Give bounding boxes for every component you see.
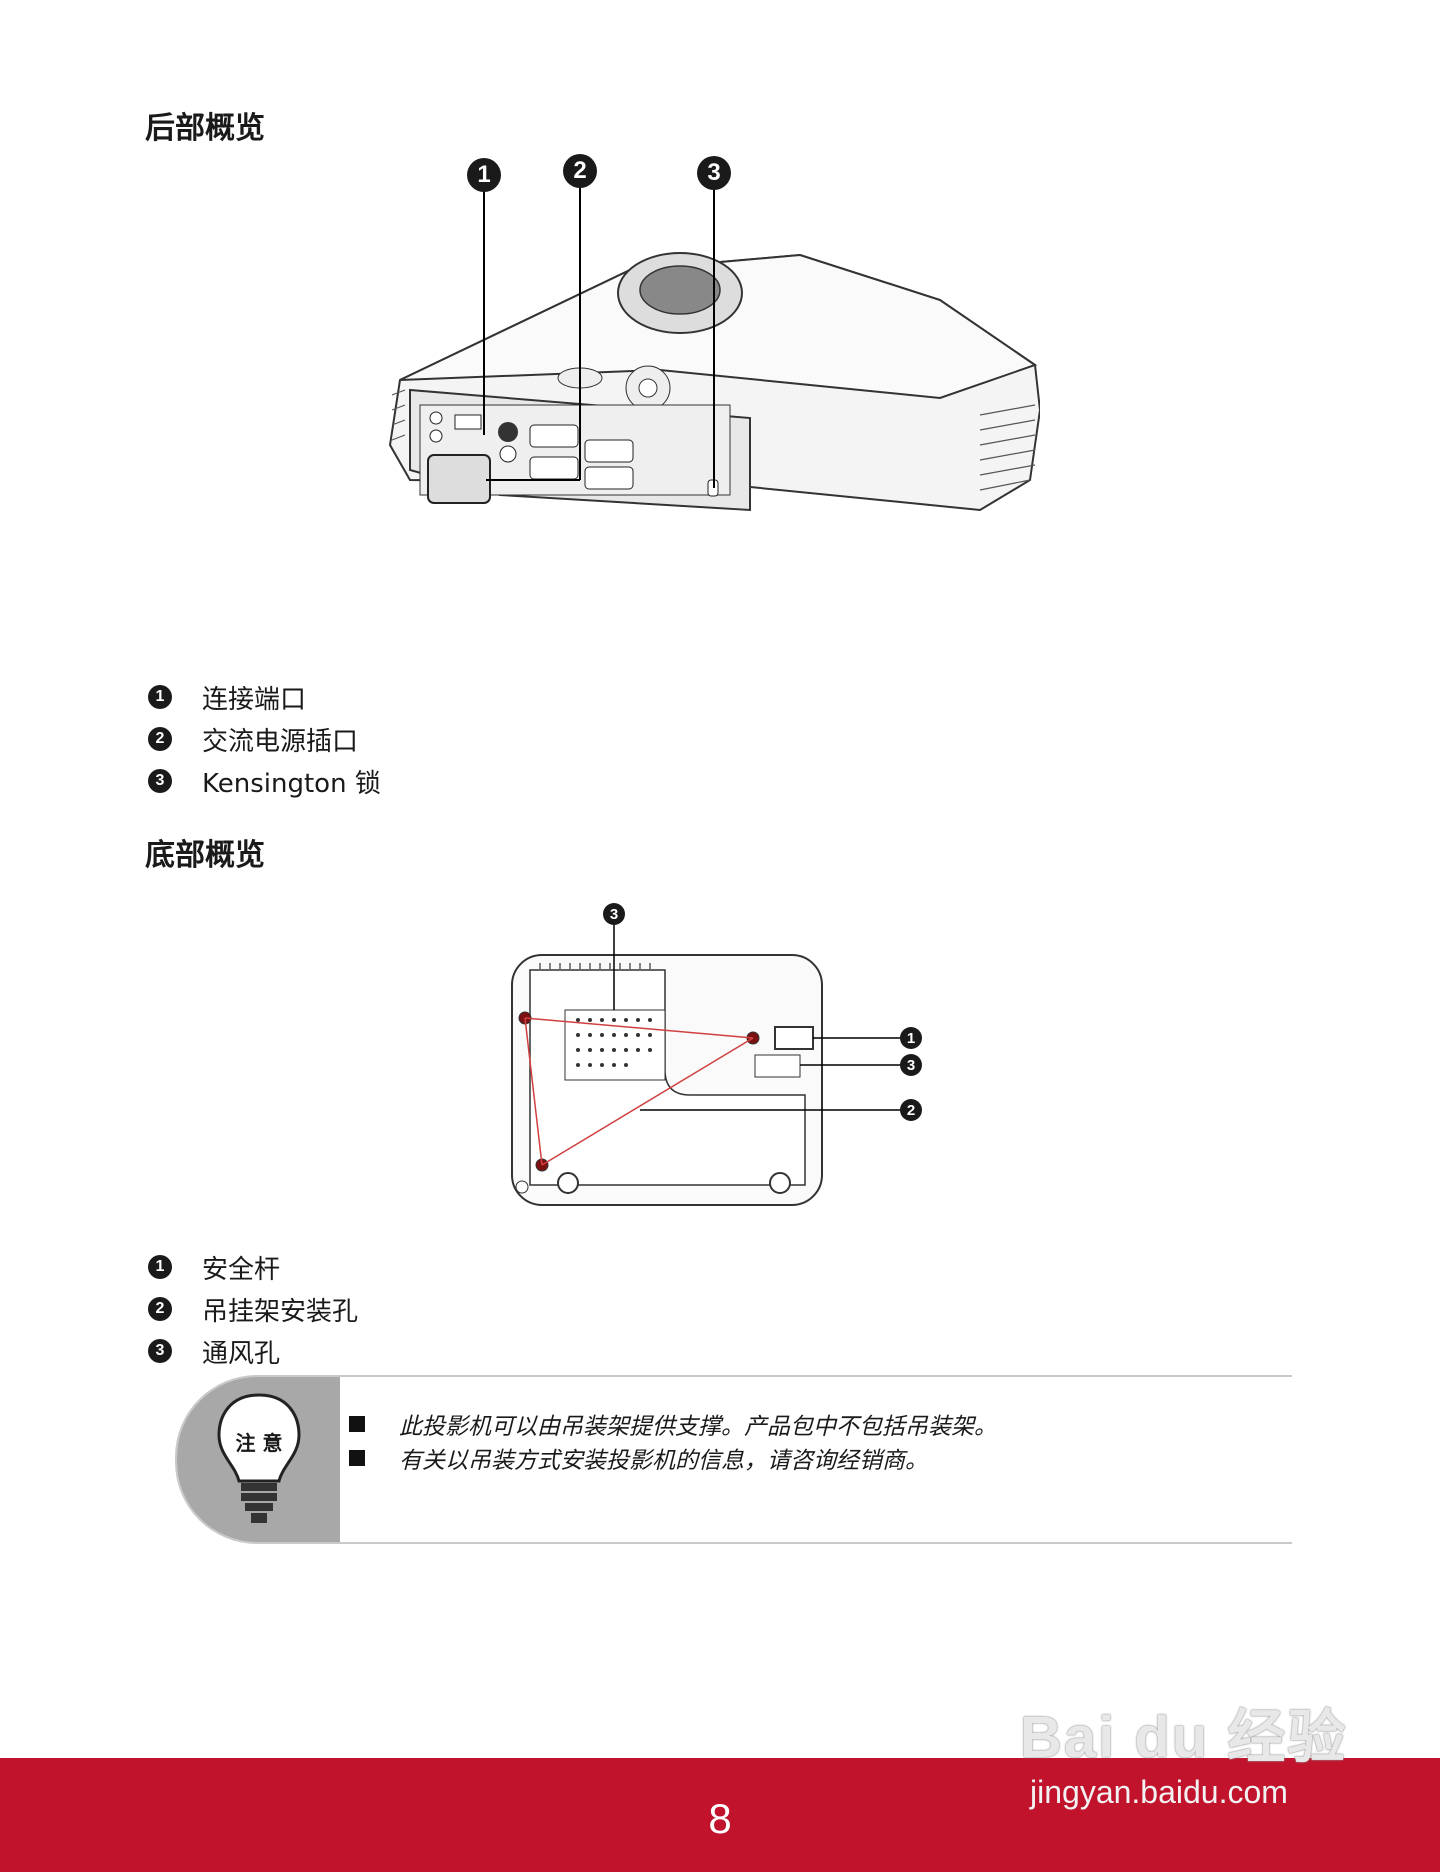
legend-label: 交流电源插口: [202, 726, 359, 757]
legend-item: 3 通风孔: [148, 1330, 358, 1372]
bottom-callout-3-side: 3: [900, 1054, 922, 1076]
square-bullet-icon: [349, 1416, 365, 1432]
note-line: 有关以吊装方式安装投影机的信息，请咨询经销商。: [349, 1441, 997, 1475]
legend-item: 3 Kensington 锁: [148, 760, 381, 802]
legend-item: 2 吊挂架安装孔: [148, 1288, 358, 1330]
legend-item: 1 安全杆: [148, 1246, 358, 1288]
rear-projector-figure: 1 2 3: [380, 150, 1042, 670]
note-text: 有关以吊装方式安装投影机的信息，请咨询经销商。: [399, 1448, 928, 1474]
rear-callout-1: 1: [467, 158, 501, 192]
rear-overview-heading: 后部概览: [145, 111, 265, 146]
note-side-panel: 注 意: [177, 1377, 340, 1542]
bottom-legend: 1 安全杆 2 吊挂架安装孔 3 通风孔: [148, 1246, 358, 1372]
watermark: Bai du 经验 jingyan.baidu.com: [1020, 1690, 1360, 1810]
bullet-number: 1: [148, 685, 172, 709]
bullet-number: 2: [148, 727, 172, 751]
bullet-number: 3: [148, 1339, 172, 1363]
footer-bar: [0, 1758, 1440, 1872]
page-number: 8: [708, 1795, 732, 1842]
bullet-number: 2: [148, 1297, 172, 1321]
note-text: 此投影机可以由吊装架提供支撑。产品包中不包括吊装架。: [399, 1414, 997, 1440]
bottom-callout-3-top: 3: [603, 903, 625, 925]
bullet-number: 1: [148, 1255, 172, 1279]
bottom-projector-figure: 3 1 3 2: [500, 895, 940, 1225]
rear-legend: 1 连接端口 2 交流电源插口 3 Kensington 锁: [148, 676, 381, 802]
legend-item: 1 连接端口: [148, 676, 381, 718]
note-lines: 此投影机可以由吊装架提供支撑。产品包中不包括吊装架。 有关以吊装方式安装投影机的…: [349, 1407, 997, 1475]
projector-rear-illustration: [388, 180, 1042, 512]
note-box: 注 意 此投影机可以由吊装架提供支撑。产品包中不包括吊装架。 有关以吊装方式安装…: [175, 1375, 1292, 1544]
note-line: 此投影机可以由吊装架提供支撑。产品包中不包括吊装架。: [349, 1407, 997, 1441]
note-badge: 注 意: [235, 1431, 283, 1455]
square-bullet-icon: [349, 1450, 365, 1466]
watermark-brand: Bai du 经验: [1020, 1705, 1348, 1770]
legend-item: 2 交流电源插口: [148, 718, 381, 760]
bottom-callout-2: 2: [900, 1099, 922, 1121]
bottom-overview-heading: 底部概览: [145, 838, 265, 873]
bottom-callout-1: 1: [900, 1027, 922, 1049]
bullet-number: 3: [148, 769, 172, 793]
legend-label: 吊挂架安装孔: [202, 1296, 359, 1327]
legend-label: Kensington 锁: [202, 768, 381, 799]
watermark-url: jingyan.baidu.com: [1030, 1774, 1288, 1810]
rear-callout-2: 2: [563, 154, 597, 188]
legend-label: 连接端口: [202, 684, 307, 715]
rear-callout-3: 3: [697, 156, 731, 190]
projector-bottom-illustration: [511, 917, 905, 1206]
legend-label: 通风孔: [202, 1338, 281, 1369]
lightbulb-icon: [217, 1393, 301, 1523]
legend-label: 安全杆: [202, 1254, 281, 1285]
